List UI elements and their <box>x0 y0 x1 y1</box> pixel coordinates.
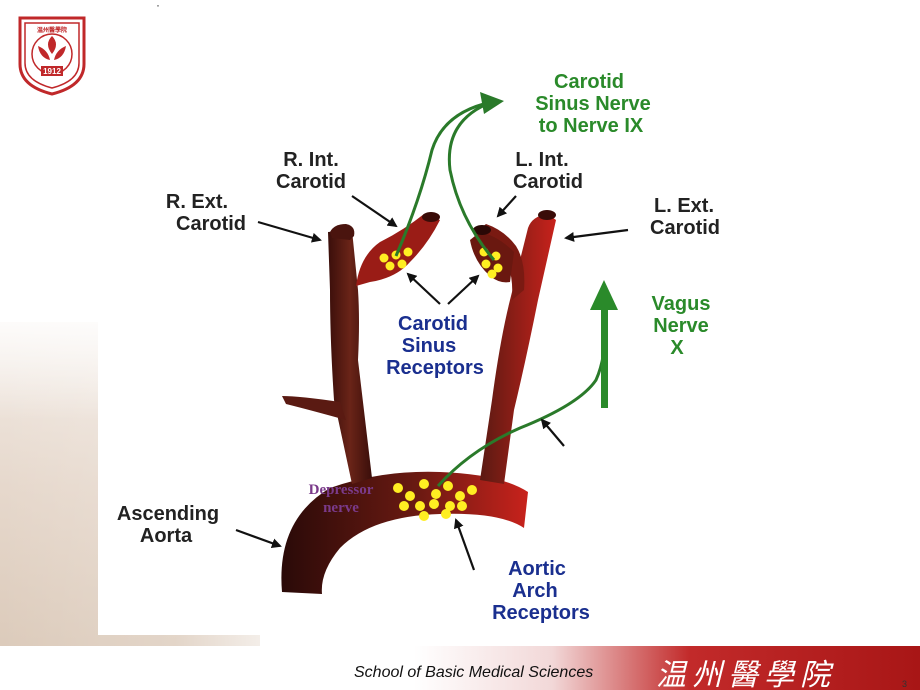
right-common-carotid <box>328 230 372 484</box>
diagram-panel <box>98 60 818 635</box>
carotid-sinus-nerve-arrow <box>480 92 504 114</box>
label-carotid-sinus-receptors-3: Receptors <box>386 357 484 379</box>
label-l-ext-carotid-1: L. Ext. <box>654 195 714 217</box>
svg-text:温州醫學院: 温州醫學院 <box>37 26 67 34</box>
label-vagus-1: Vagus <box>652 293 711 315</box>
label-carotid-sinus-nerve-2: Sinus Nerve <box>535 93 651 115</box>
aortic-arch <box>281 471 528 594</box>
label-aortic-arch-receptors-2: Arch <box>512 580 558 602</box>
right-subclavian-branch <box>282 396 346 420</box>
label-l-ext-carotid-2: Carotid <box>650 217 720 239</box>
college-logo: 1912 温州醫學院 <box>18 16 86 96</box>
label-depressor-2: nerve <box>323 500 359 516</box>
label-aortic-arch-receptors-1: Aortic <box>508 558 566 580</box>
footer-bar <box>0 646 920 690</box>
vagus-nerve-shaft <box>601 305 608 408</box>
label-r-int-carotid-2: Carotid <box>276 171 346 193</box>
right-external-carotid <box>330 224 355 240</box>
label-l-int-carotid-2: Carotid <box>513 171 583 193</box>
left-internal-carotid-bulb <box>476 224 525 300</box>
label-carotid-sinus-receptors-2: Sinus <box>402 335 456 357</box>
label-ascending-aorta-2: Aorta <box>140 525 193 547</box>
left-common-carotid <box>480 214 556 484</box>
label-r-ext-carotid-2: Carotid <box>176 213 246 235</box>
footer-college-name: 温州醫學院 <box>656 658 836 690</box>
header-mark: · <box>156 0 160 12</box>
label-ascending-aorta-1: Ascending <box>117 503 219 525</box>
logo-year: 1912 <box>43 67 61 76</box>
pointer-arrows <box>235 195 629 571</box>
carotid-sinus-nerve-path-left <box>447 100 496 261</box>
label-r-ext-carotid-1: R. Ext. <box>166 191 228 213</box>
label-carotid-sinus-receptors-1: Carotid <box>398 313 468 335</box>
page-number: 3 <box>902 679 908 689</box>
label-depressor-1: Depressor <box>309 482 374 498</box>
label-l-int-carotid-1: L. Int. <box>515 149 568 171</box>
carotid-sinus-nerve-path <box>394 100 493 257</box>
label-carotid-sinus-nerve-3: to Nerve IX <box>539 115 644 137</box>
label-carotid-sinus-nerve-1: Carotid <box>554 71 624 93</box>
label-vagus-3: X <box>670 337 684 359</box>
aortic-arch-receptor-dots <box>393 479 477 521</box>
label-vagus-2: Nerve <box>653 315 709 337</box>
label-aortic-arch-receptors-3: Receptors <box>492 602 590 624</box>
vagus-nerve-arrow <box>590 280 618 310</box>
footer-school-name: School of Basic Medical Sciences <box>354 664 594 681</box>
label-r-int-carotid-1: R. Int. <box>283 149 339 171</box>
